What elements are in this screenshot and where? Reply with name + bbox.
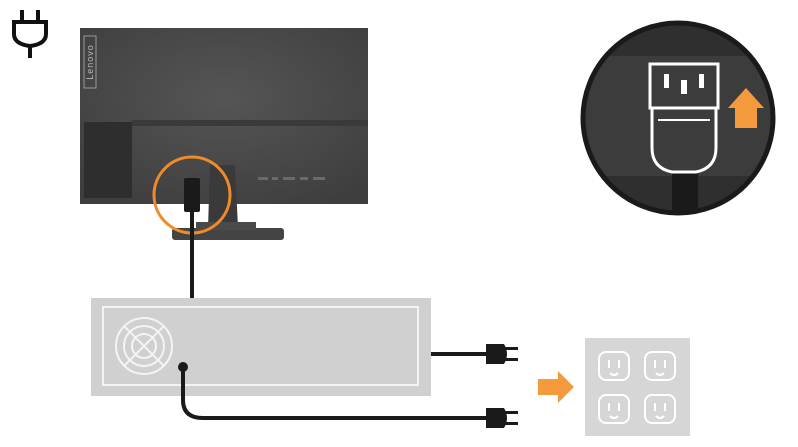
monitor-back: Lenovo [80, 28, 368, 240]
outlet-socket-icon [644, 351, 676, 381]
svg-text:Lenovo: Lenovo [85, 44, 95, 80]
cable-connector [184, 178, 200, 212]
arrow-right-icon [538, 371, 574, 403]
monitor-brand-logo: Lenovo [83, 35, 97, 89]
outlet-socket-icon [598, 351, 630, 381]
computer-power-cable [178, 362, 488, 420]
monitor-ridge [132, 120, 368, 126]
arrow-up-icon [728, 88, 764, 128]
wall-outlet-panel [585, 338, 690, 436]
computer-case [91, 298, 431, 396]
fan-grille-icon [115, 317, 173, 375]
power-connector-inset [580, 20, 776, 216]
monitor-port-strip [258, 177, 325, 180]
outlet-socket-icon [598, 394, 630, 424]
inset-border [580, 20, 776, 216]
outlet-socket-icon [644, 394, 676, 424]
plug-head-icon [486, 344, 518, 364]
power-plug-icon [12, 10, 48, 58]
plug-head-icon [486, 408, 518, 428]
monitor-side-panel [84, 122, 132, 198]
